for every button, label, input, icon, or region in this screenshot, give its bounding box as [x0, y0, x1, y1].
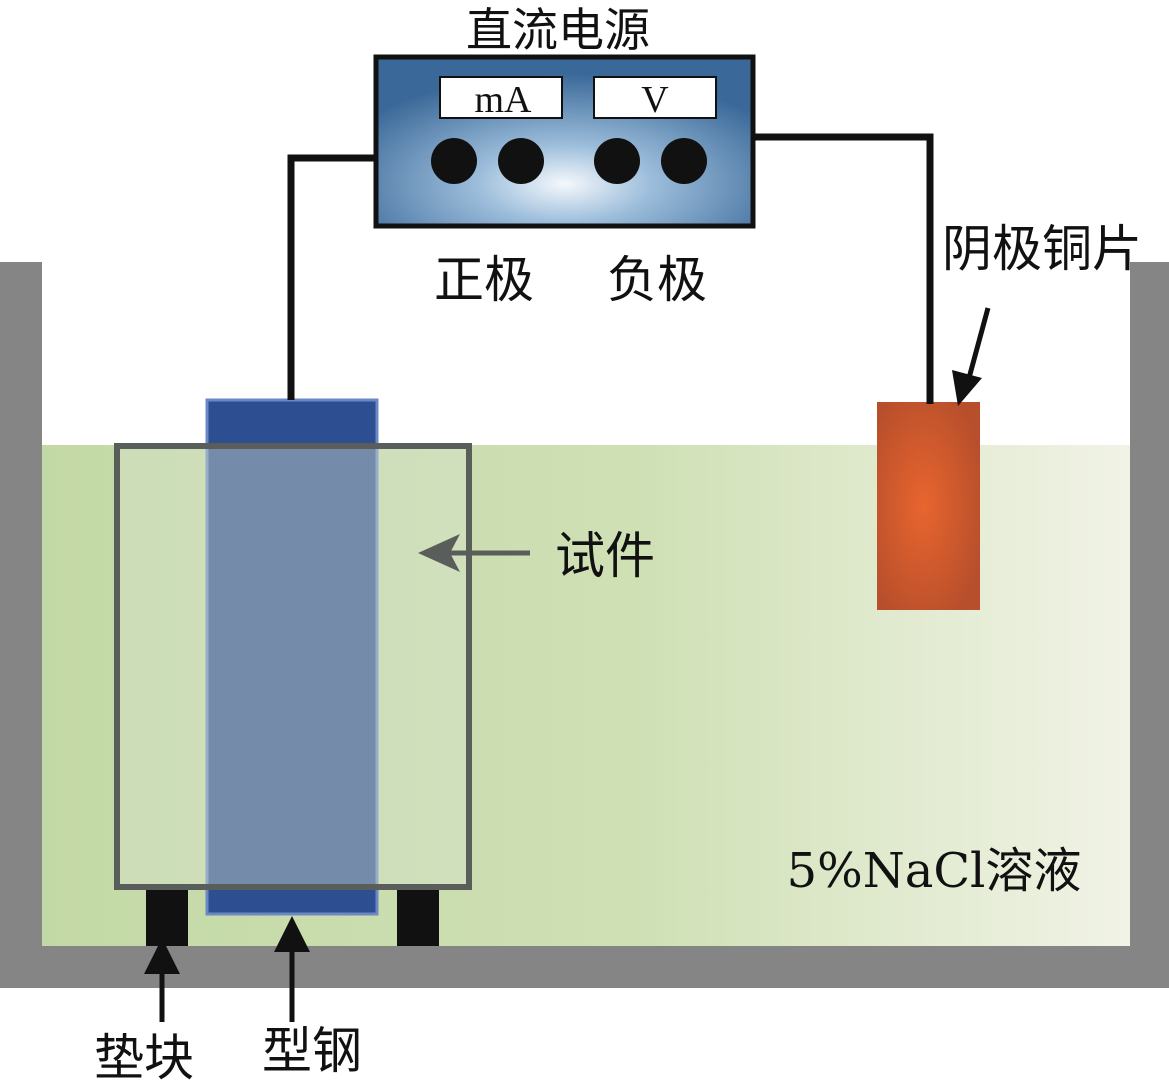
- knob-3: [594, 138, 640, 184]
- spacer-block-left: [146, 889, 188, 946]
- spacer-block-right: [397, 889, 439, 946]
- arrow-specimen: [418, 534, 530, 572]
- steel-label: 型钢: [262, 1022, 362, 1080]
- copper-cathode-plate: [877, 402, 980, 610]
- tank-right-wall: [1130, 262, 1169, 988]
- steel-profile: [205, 398, 379, 916]
- power-supply-title: 直流电源: [466, 3, 650, 57]
- arrow-steel: [274, 916, 310, 1022]
- tank-bottom: [0, 946, 1169, 988]
- voltage-meter-display: [593, 76, 717, 119]
- specimen-label: 试件: [555, 527, 655, 585]
- knob-1: [431, 138, 477, 184]
- anode-wire: [287, 154, 377, 400]
- knob-2: [498, 138, 544, 184]
- solution-label: 5%NaCl溶液: [787, 843, 1082, 899]
- cathode-wire: [753, 133, 934, 404]
- positive-terminal-label: 正极: [434, 251, 534, 309]
- specimen-block: [114, 443, 472, 890]
- tank: [0, 262, 1169, 988]
- spacer-label: 垫块: [94, 1029, 194, 1085]
- voltage-meter-label: V: [641, 79, 669, 121]
- cathode-copper-label: 阴极铜片: [942, 220, 1142, 278]
- arrow-cathode: [952, 307, 991, 406]
- negative-terminal-label: 负极: [607, 251, 707, 309]
- tank-left-wall: [0, 262, 42, 988]
- knob-4: [661, 138, 707, 184]
- current-meter-display: [439, 76, 563, 119]
- arrow-spacer: [144, 938, 180, 1022]
- dc-power-supply: mA V: [373, 54, 756, 229]
- current-meter-label: mA: [475, 79, 533, 121]
